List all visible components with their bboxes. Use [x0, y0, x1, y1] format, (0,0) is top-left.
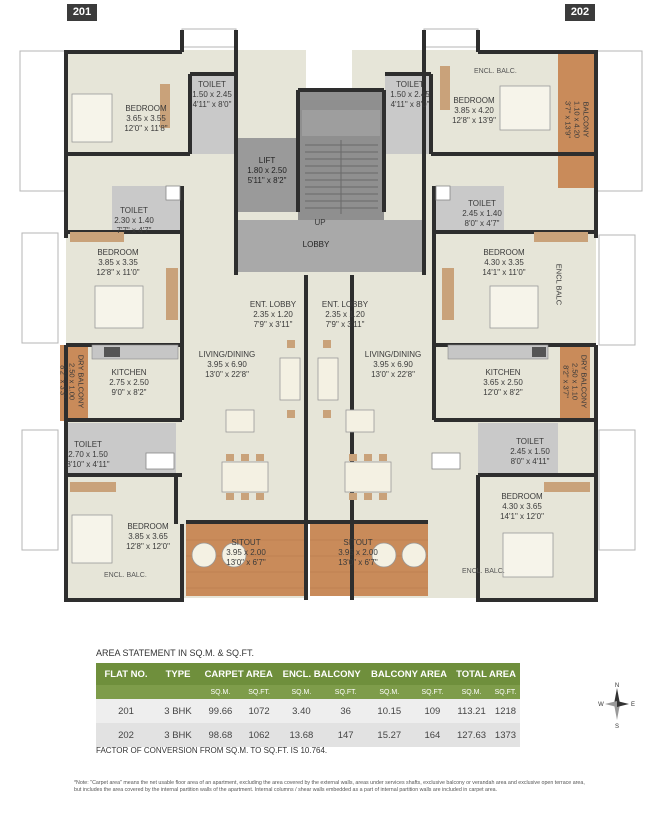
- area-statement-title: AREA STATEMENT IN SQ.M. & SQ.FT.: [96, 648, 255, 658]
- cell: 10.15: [365, 699, 413, 723]
- cell: 99.66: [200, 699, 241, 723]
- table-row: 201 3 BHK 99.66 1072 3.40 36 10.15 109 1…: [96, 699, 520, 723]
- encl-balc-bl-label: ENCL. BALC.: [104, 572, 147, 579]
- cell: 15.27: [365, 723, 413, 747]
- cell: 1373: [490, 723, 520, 747]
- table-row: 202 3 BHK 98.68 1062 13.68 147 15.27 164…: [96, 723, 520, 747]
- header-total-area: TOTAL AREA: [452, 663, 520, 685]
- unit-sqft: SQ.FT.: [490, 685, 520, 699]
- unit-sqm: SQ.M.: [200, 685, 241, 699]
- cell: 3 BHK: [156, 699, 200, 723]
- encl-balc-mr-label: ENCL BALC: [554, 263, 564, 306]
- dining-tables: [221, 454, 392, 500]
- core: [236, 90, 424, 272]
- cell: 1072: [240, 699, 278, 723]
- compass-n: N: [615, 683, 619, 689]
- encl-balc-tr-label: ENCL. BALC.: [474, 68, 517, 75]
- cell: 3 BHK: [156, 723, 200, 747]
- compass-e: E: [631, 702, 635, 708]
- floor-plan: [19, 28, 643, 602]
- compass-icon: N S W E: [598, 683, 635, 730]
- compass-w: W: [598, 702, 604, 708]
- cell: 36: [325, 699, 366, 723]
- toilets: [66, 74, 558, 475]
- cell: 1062: [240, 723, 278, 747]
- cell: 98.68: [200, 723, 241, 747]
- cell: 3.40: [277, 699, 326, 723]
- cell: 201: [96, 699, 156, 723]
- wardrobes: [70, 66, 590, 492]
- header-balcony-area: BALCONY AREA: [365, 663, 453, 685]
- up-label: UP: [314, 218, 326, 227]
- table-units-row: SQ.M. SQ.FT. SQ.M. SQ.FT. SQ.M. SQ.FT. S…: [96, 685, 520, 699]
- decks: [60, 54, 596, 596]
- unit-sqft: SQ.FT.: [240, 685, 278, 699]
- cell: 147: [325, 723, 366, 747]
- area-statement-table: FLAT NO. TYPE CARPET AREA ENCL. BALCONY …: [96, 663, 520, 747]
- unit-sqm: SQ.M.: [277, 685, 326, 699]
- header-flat-no: FLAT NO.: [96, 663, 156, 685]
- sitout-chairs: [191, 542, 427, 568]
- unit-sqm: SQ.M.: [452, 685, 491, 699]
- header-carpet-area: CARPET AREA: [200, 663, 278, 685]
- table-header-row: FLAT NO. TYPE CARPET AREA ENCL. BALCONY …: [96, 663, 520, 685]
- deck-lines: [186, 539, 428, 589]
- unit-blank: [96, 685, 156, 699]
- hobs: [104, 347, 546, 357]
- lobby-label: LOBBY: [302, 240, 330, 249]
- carpet-area-note: *Note: "Carpet area" means the net usabl…: [74, 780, 585, 793]
- cell: 1218: [490, 699, 520, 723]
- cell: 202: [96, 723, 156, 747]
- compass-s: S: [615, 724, 619, 730]
- unit-blank: [156, 685, 200, 699]
- flat-201-badge: 201: [67, 4, 97, 21]
- unit-sqft: SQ.FT.: [325, 685, 366, 699]
- side-tables: [287, 340, 331, 418]
- flat-202-badge: 202: [565, 4, 595, 21]
- sofas: [225, 357, 375, 433]
- cell: 109: [412, 699, 453, 723]
- cell: 13.68: [277, 723, 326, 747]
- unit-sqft: SQ.FT.: [412, 685, 453, 699]
- cell: 164: [412, 723, 453, 747]
- cell: 113.21: [452, 699, 491, 723]
- encl-balc-br-label: ENCL. BALC.: [462, 568, 505, 575]
- beds: [71, 85, 554, 578]
- header-encl-balcony: ENCL. BALCONY: [277, 663, 366, 685]
- conversion-note: FACTOR OF CONVERSION FROM SQ.M. TO SQ.FT…: [96, 746, 328, 755]
- washbasins: [145, 185, 461, 470]
- cell: 127.63: [452, 723, 491, 747]
- header-type: TYPE: [156, 663, 200, 685]
- unit-sqm: SQ.M.: [365, 685, 413, 699]
